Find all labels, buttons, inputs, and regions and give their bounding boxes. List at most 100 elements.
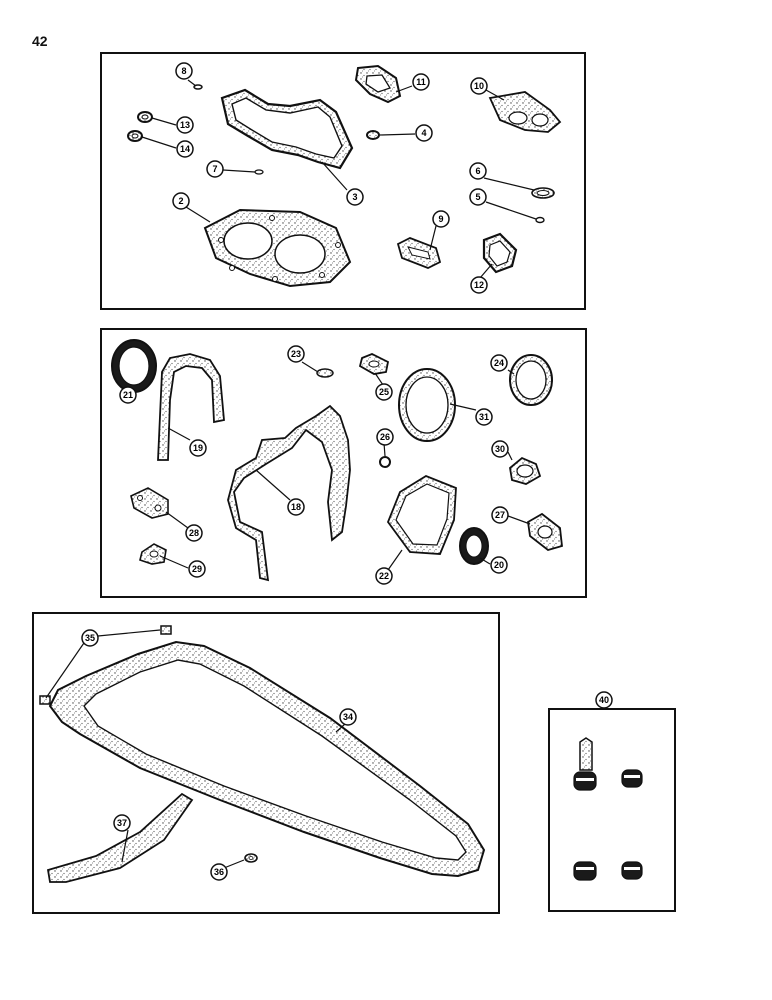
callout-circle — [490, 556, 508, 574]
callout-label: 6 — [475, 166, 480, 176]
part-8-ring — [193, 84, 203, 90]
callout-label: 40 — [599, 695, 609, 705]
callout-2: 2 — [172, 192, 190, 210]
part-4-washer — [366, 130, 380, 140]
callout-label: 13 — [180, 120, 190, 130]
part-28-gasket — [130, 487, 169, 519]
part-22-gasket — [386, 474, 457, 555]
part-26-ring — [379, 456, 391, 468]
panel-valve-seals — [548, 708, 676, 912]
part-31-gasket — [398, 368, 456, 442]
callout-circle — [339, 708, 357, 726]
part-20-seal — [459, 527, 489, 565]
callout-20: 20 — [490, 556, 508, 574]
callout-34: 34 — [339, 708, 357, 726]
part-13-seal — [137, 111, 153, 123]
part-10-gasket — [488, 91, 562, 133]
callout-circle — [470, 276, 488, 294]
callout-9: 9 — [432, 210, 450, 228]
callout-label: 9 — [438, 214, 443, 224]
part-21-seal — [111, 339, 157, 393]
callout-30: 30 — [491, 440, 509, 458]
callout-circle — [175, 62, 193, 80]
callout-23: 23 — [287, 345, 305, 363]
callout-3: 3 — [346, 188, 364, 206]
part-12-gasket — [482, 232, 518, 274]
callout-18: 18 — [287, 498, 305, 516]
callout-label: 36 — [214, 867, 224, 877]
callout-circle — [491, 506, 509, 524]
callout-label: 18 — [291, 502, 301, 512]
part-34-oil-pan-gasket — [48, 640, 486, 878]
callout-circle — [376, 428, 394, 446]
callout-label: 25 — [379, 387, 389, 397]
part-40-valve-seals — [573, 737, 643, 881]
callout-circle — [490, 354, 508, 372]
callout-21: 21 — [119, 386, 137, 404]
callout-12: 12 — [470, 276, 488, 294]
callout-circle — [176, 140, 194, 158]
callout-label: 12 — [474, 280, 484, 290]
callout-37: 37 — [113, 814, 131, 832]
callout-label: 30 — [495, 444, 505, 454]
part-11-gasket — [354, 64, 402, 104]
callout-circle — [491, 440, 509, 458]
callout-29: 29 — [188, 560, 206, 578]
callout-label: 23 — [291, 349, 301, 359]
callout-label: 10 — [474, 81, 484, 91]
callout-label: 3 — [352, 192, 357, 202]
callout-label: 27 — [495, 510, 505, 520]
callout-7: 7 — [206, 160, 224, 178]
callout-26: 26 — [376, 428, 394, 446]
callout-label: 19 — [193, 443, 203, 453]
callout-label: 37 — [117, 818, 127, 828]
callout-5: 5 — [469, 188, 487, 206]
part-36-washer — [244, 853, 258, 863]
part-37-rear-seal — [46, 792, 194, 883]
callout-label: 31 — [479, 412, 489, 422]
callout-circle — [119, 386, 137, 404]
callout-label: 7 — [212, 164, 217, 174]
callout-label: 8 — [181, 66, 186, 76]
callout-25: 25 — [375, 383, 393, 401]
callout-14: 14 — [176, 140, 194, 158]
callout-label: 4 — [421, 128, 426, 138]
callout-circle — [287, 345, 305, 363]
callout-circle — [189, 439, 207, 457]
callout-22: 22 — [375, 567, 393, 585]
part-19-rear-seal-gasket — [157, 353, 225, 461]
callout-label: 28 — [189, 528, 199, 538]
callout-label: 20 — [494, 560, 504, 570]
callout-11: 11 — [412, 73, 430, 91]
callout-circle — [210, 863, 228, 881]
part-9-gasket — [396, 237, 442, 269]
callout-circle — [469, 162, 487, 180]
part-3-cover-gasket — [220, 88, 354, 170]
callout-label: 21 — [123, 390, 133, 400]
callout-label: 34 — [343, 712, 353, 722]
callout-label: 35 — [85, 633, 95, 643]
callout-13: 13 — [176, 116, 194, 134]
callout-circle — [375, 383, 393, 401]
part-29-gasket — [139, 543, 167, 565]
callout-label: 14 — [180, 144, 190, 154]
part-18-timing-cover-gasket — [227, 404, 351, 582]
callout-27: 27 — [491, 506, 509, 524]
callout-31: 31 — [475, 408, 493, 426]
callout-label: 24 — [494, 358, 504, 368]
part-5-washer — [535, 216, 545, 224]
callout-36: 36 — [210, 863, 228, 881]
callout-circle — [469, 188, 487, 206]
callout-40: 40 — [595, 691, 613, 709]
callout-label: 22 — [379, 571, 389, 581]
callout-8: 8 — [175, 62, 193, 80]
callout-circle — [287, 498, 305, 516]
callout-10: 10 — [470, 77, 488, 95]
callout-circle — [412, 73, 430, 91]
callout-circle — [188, 560, 206, 578]
callout-circle — [375, 567, 393, 585]
part-2-head-gasket — [203, 208, 352, 288]
callout-19: 19 — [189, 439, 207, 457]
callout-circle — [172, 192, 190, 210]
